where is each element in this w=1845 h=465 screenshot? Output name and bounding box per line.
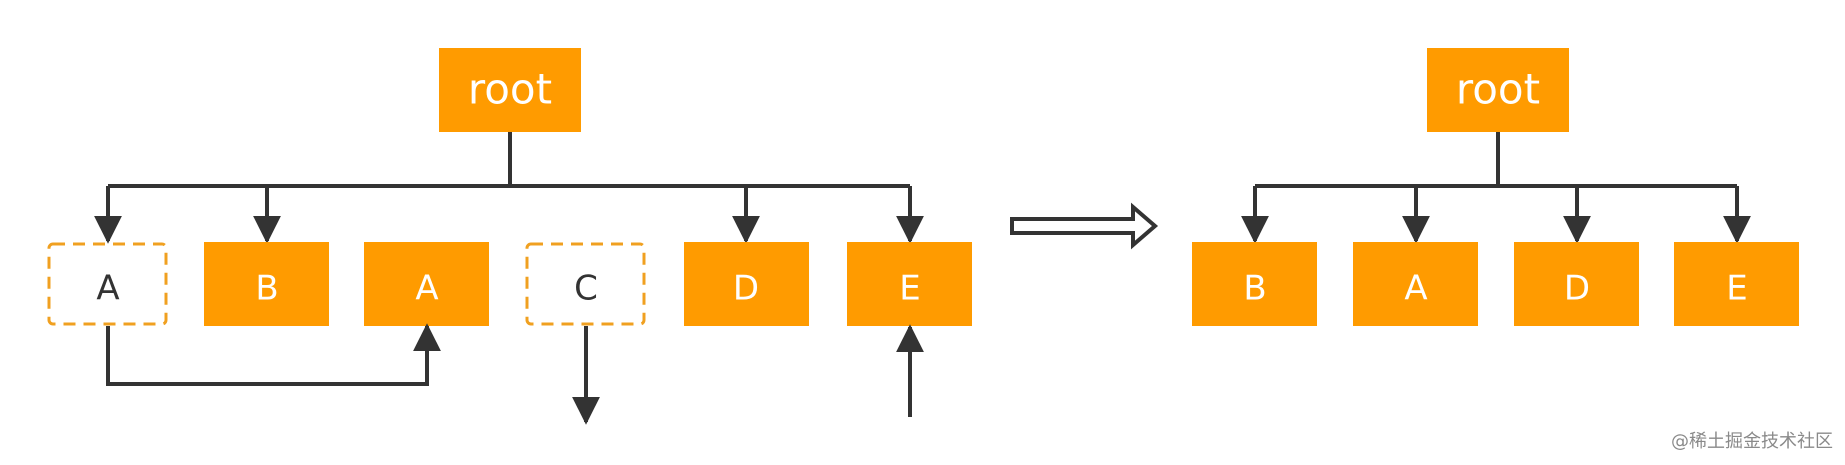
after-tree: root B A D E — [1192, 48, 1799, 326]
after-child-1-label: B — [1243, 269, 1266, 309]
before-child-1-removed: A — [47, 242, 168, 326]
move-arrow-a — [106, 323, 441, 386]
before-root-label: root — [468, 65, 552, 114]
after-child-3-label: D — [1564, 269, 1590, 309]
before-child-3: A — [364, 242, 489, 326]
after-child-2: A — [1353, 242, 1478, 326]
before-child-5: D — [684, 242, 809, 326]
watermark: @稀土掘金技术社区 — [1671, 431, 1833, 452]
before-child-4-removed: C — [525, 242, 646, 326]
before-child-2: B — [204, 242, 329, 326]
after-child-3: D — [1514, 242, 1639, 326]
double-right-arrow-icon — [1010, 202, 1159, 250]
before-child-4-label: C — [574, 269, 598, 309]
before-tree: root A B A C D — [47, 48, 972, 425]
after-child-4-label: E — [1726, 269, 1747, 309]
after-root-node: root — [1427, 48, 1569, 132]
before-child-5-label: D — [733, 269, 759, 309]
after-root-label: root — [1456, 65, 1540, 114]
before-child-6: E — [847, 242, 972, 326]
before-child-1-label: A — [96, 269, 119, 309]
after-child-1: B — [1192, 242, 1317, 326]
before-child-2-label: B — [255, 269, 278, 309]
after-child-4: E — [1674, 242, 1799, 326]
before-child-6-label: E — [899, 269, 920, 309]
after-child-2-label: A — [1404, 269, 1427, 309]
before-root-node: root — [439, 48, 581, 132]
before-child-3-label: A — [415, 269, 438, 309]
